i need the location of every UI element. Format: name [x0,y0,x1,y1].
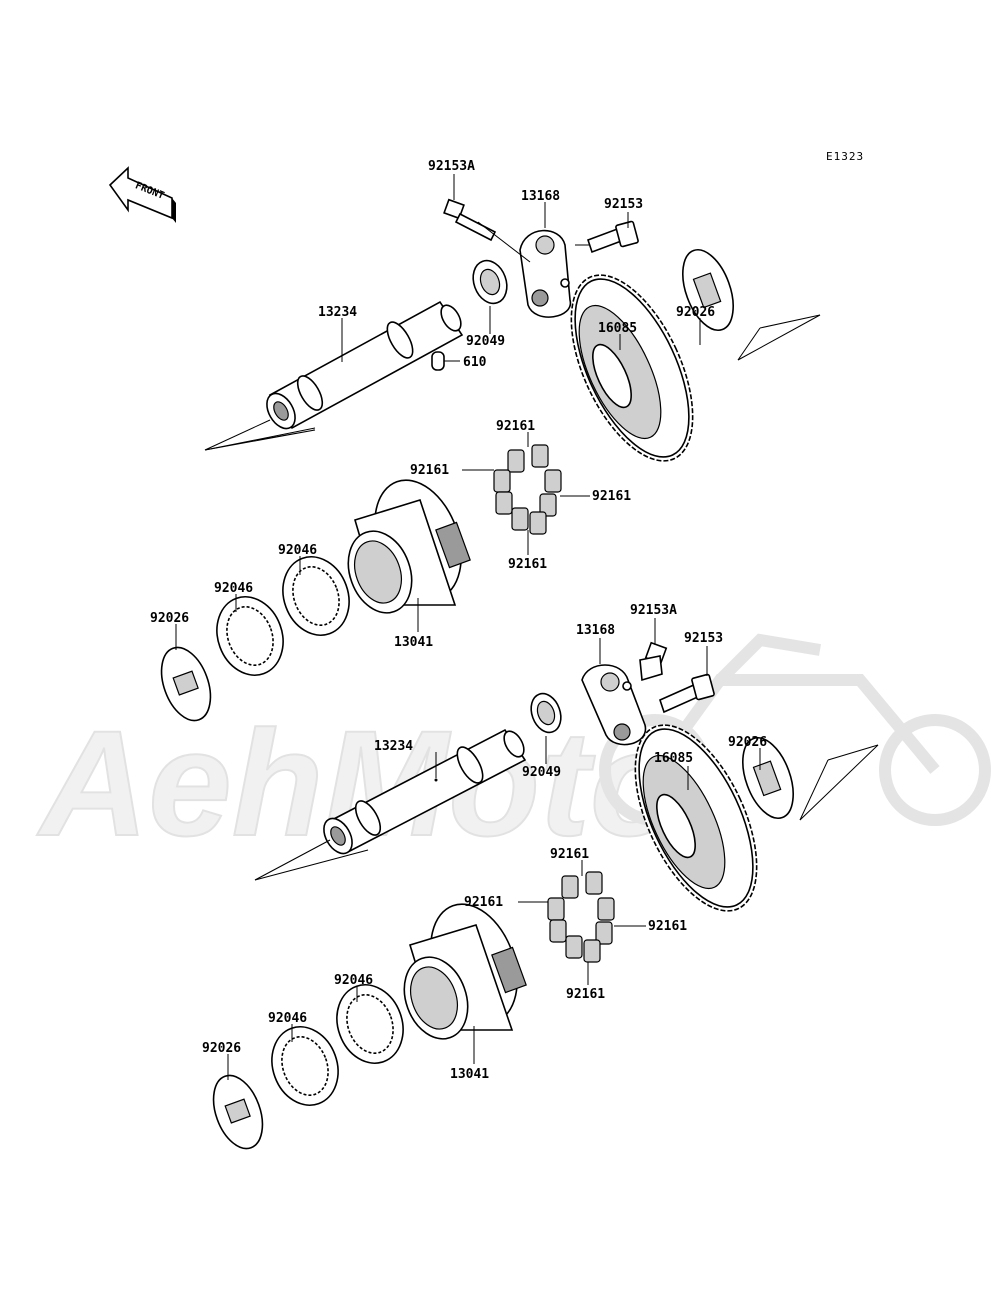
bottom-washer-right-callout: 92026 [728,735,767,750]
top-seal-callout: 92049 [466,334,505,349]
bottom-bolt [659,673,715,714]
top-washer-right [682,249,734,331]
bottom-leaders [227,618,761,1080]
bottom-bearing-2 [336,984,404,1064]
bottom-seal-callout: 92049 [522,765,561,780]
bottom-gear [634,724,758,912]
top-shaft-callout: 13234 [318,305,357,320]
top-arm [519,229,571,318]
bottom-gear-hub-callout: 13041 [450,1067,489,1082]
bottom-seal [530,692,562,734]
top-rollers [493,444,562,535]
bottom-shaft [323,728,527,855]
bottom-bearing-1-callout: 92046 [268,1011,307,1026]
bottom-arm [581,664,647,746]
top-gear-hub-callout: 13041 [394,635,433,650]
top-rollers-left-callout: 92161 [410,463,449,478]
top-gear-hub [347,479,471,614]
top-rollers-right-callout: 92161 [592,489,631,504]
top-seal [472,259,508,305]
top-bolt [575,220,639,254]
bottom-rollers [547,871,615,963]
bottom-rollers-top-callout: 92161 [550,847,589,862]
top-bolt-a-callout: 92153A [428,159,475,174]
top-pin-callout: 610 [463,355,487,370]
front-arrow-icon: FRONT [108,166,176,223]
top-shaft [266,300,464,430]
watermark: AehMoto [35,633,991,868]
top-bearing-1-callout: 92046 [214,581,253,596]
bottom-rollers-bottom-callout: 92161 [566,987,605,1002]
top-gear [570,274,694,462]
top-arm-callout: 13168 [521,189,560,204]
bottom-bolt-a [639,641,668,682]
top-assembly: 92153A 13168 92153 13234 92049 610 16085… [150,159,821,722]
bottom-washer-right [742,737,794,819]
bottom-bolt-a-callout: 92153A [630,603,677,618]
bottom-gear-callout: 16085 [654,751,693,766]
bottom-bearing-2-callout: 92046 [334,973,373,988]
top-bolt-callout: 92153 [604,197,643,212]
bottom-bolt-callout: 92153 [684,631,723,646]
bottom-rollers-right-callout: 92161 [648,919,687,934]
bottom-shaft-callout: 13234 [374,739,413,754]
bottom-washer-left [212,1074,264,1150]
watermark-text: AehMoto [36,699,682,867]
bottom-rollers-left-callout: 92161 [464,895,503,910]
top-washer-right-callout: 92026 [676,305,715,320]
bottom-gear-hub [403,903,527,1040]
bottom-arm-callout: 13168 [576,623,615,638]
top-bearing-2-callout: 92046 [278,543,317,558]
bottom-assembly: 92153A 13168 92153 13234 92049 16085 920… [202,603,879,1150]
top-washer-left-callout: 92026 [150,611,189,626]
top-rollers-top-callout: 92161 [496,419,535,434]
top-bolt-a [443,198,531,263]
top-bearing-2 [282,556,350,636]
top-washer-left [160,646,212,722]
top-leaders [175,174,701,650]
top-gear-callout: 16085 [598,321,637,336]
bottom-bearing-1 [271,1026,339,1106]
diagram-code: E1323 [826,150,864,163]
top-rollers-bottom-callout: 92161 [508,557,547,572]
top-bearing-1 [216,596,284,676]
bottom-washer-left-callout: 92026 [202,1041,241,1056]
top-pin [431,351,445,371]
